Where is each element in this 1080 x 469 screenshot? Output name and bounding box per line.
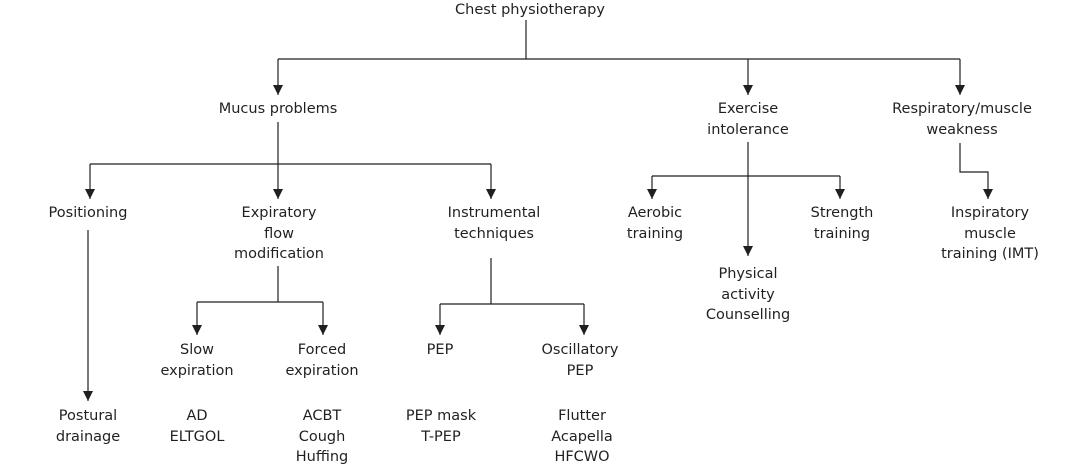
node-label-line: training: [813, 225, 871, 242]
node-label-line: activity: [721, 286, 775, 303]
node-pep: PEP: [427, 340, 454, 361]
node-ad-eltgol: AD ELTGOL: [170, 406, 225, 447]
node-forced-expiration: Forced expiration: [285, 340, 358, 381]
node-label-line: PEP mask: [405, 408, 477, 424]
node-label-line: Flutter: [558, 408, 606, 424]
node-aerobic-training: Aerobic training: [627, 203, 683, 244]
node-root: Chest physiotherapy: [455, 0, 605, 21]
node-mucus-problems: Mucus problems: [219, 99, 338, 120]
node-label-line: Expiratory: [241, 205, 317, 221]
node-expiratory-flow-modification: Expiratory flow modification: [234, 203, 324, 265]
node-label-line: Aerobic: [627, 205, 683, 221]
node-label-line: drainage: [55, 428, 121, 445]
node-label-line: training: [626, 225, 684, 242]
node-label-line: Forced: [297, 342, 347, 358]
node-label-line: Inspiratory: [950, 205, 1030, 221]
node-label-line: AD: [186, 408, 208, 424]
node-label-line: muscle: [964, 225, 1016, 242]
node-label-line: weakness: [926, 121, 998, 138]
node-strength-training: Strength training: [811, 203, 874, 244]
node-label-line: flow: [264, 225, 294, 242]
node-instrumental-techniques: Instrumental techniques: [448, 203, 541, 244]
node-label-line: Physical: [718, 266, 778, 282]
node-label-line: expiration: [160, 362, 234, 379]
node-label-line: Mucus problems: [218, 101, 338, 117]
node-label-line: ACBT: [302, 408, 342, 424]
node-label-line: Counselling: [705, 307, 791, 323]
node-label-line: Exercise: [717, 101, 779, 117]
node-label-line: training (IMT): [941, 246, 1039, 262]
node-label-line: Instrumental: [447, 205, 541, 221]
node-label-line: T-PEP: [421, 428, 461, 445]
node-respiratory-muscle-weakness: Respiratory/muscle weakness: [892, 99, 1032, 140]
node-label-line: HFCWO: [554, 449, 610, 465]
node-label-line: techniques: [454, 225, 534, 242]
node-label-line: modification: [234, 246, 324, 262]
node-label-line: Postural: [58, 408, 118, 424]
node-postural-drainage: Postural drainage: [56, 406, 120, 447]
node-label-line: Acapella: [551, 428, 613, 445]
node-label-line: Respiratory/muscle: [892, 101, 1032, 117]
node-label-line: ELTGOL: [169, 428, 225, 445]
node-label-line: Positioning: [48, 205, 128, 221]
node-label-line: PEP: [566, 362, 594, 379]
node-exercise-intolerance: Exercise intolerance: [707, 99, 789, 140]
node-label-line: Chest physiotherapy: [455, 2, 605, 18]
node-slow-expiration: Slow expiration: [160, 340, 233, 381]
node-label-line: expiration: [285, 362, 359, 379]
node-label-line: intolerance: [707, 121, 789, 138]
node-label-line: Oscillatory: [541, 342, 619, 358]
node-label-line: PEP: [426, 342, 454, 358]
arrow-to-imt: [959, 143, 993, 199]
node-label-line: Cough: [298, 428, 346, 445]
node-positioning: Positioning: [49, 203, 128, 224]
node-label-line: Huffing: [295, 449, 349, 465]
node-inspiratory-muscle-training: Inspiratory muscle training (IMT): [941, 203, 1039, 265]
node-label-line: Slow: [180, 342, 214, 358]
node-label-line: Strength: [810, 205, 874, 221]
